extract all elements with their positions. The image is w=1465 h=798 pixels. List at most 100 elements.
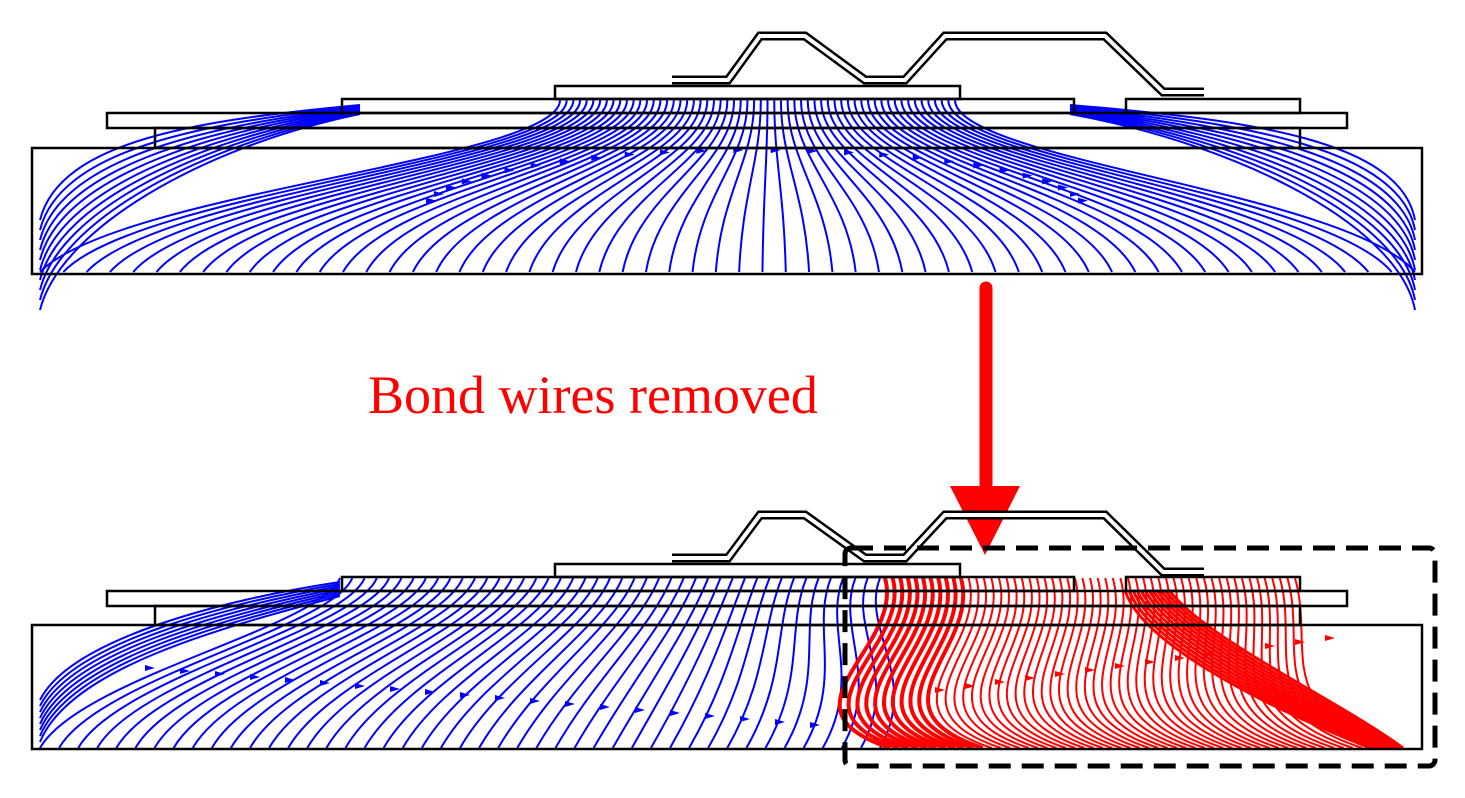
field-line	[1109, 577, 1178, 749]
field-arrowhead	[807, 147, 818, 154]
bottom-copper-right	[1124, 575, 1302, 593]
field-line	[800, 99, 880, 273]
field-arrowhead	[670, 710, 680, 716]
field-line	[440, 577, 599, 749]
field-line	[1177, 577, 1252, 749]
top-bond-wires	[672, 31, 1204, 97]
field-line	[435, 99, 675, 273]
field-line	[249, 577, 476, 749]
field-line	[947, 99, 1393, 273]
field-line	[39, 587, 341, 719]
field-line	[295, 99, 635, 273]
field-line	[1210, 577, 1289, 749]
field-line	[853, 99, 1067, 273]
field-line	[630, 577, 722, 749]
field-arrowhead	[1175, 655, 1185, 661]
field-line	[1202, 577, 1280, 749]
field-line	[1092, 577, 1159, 749]
bottom-field-lines-blue	[39, 577, 896, 749]
field-line	[39, 107, 361, 251]
field-line	[96, 577, 378, 749]
field-line	[365, 99, 655, 273]
field-line	[85, 99, 575, 273]
field-line	[401, 577, 575, 749]
field-arrowhead	[445, 184, 456, 191]
field-line	[1123, 589, 1371, 750]
field-arrowhead	[659, 149, 670, 156]
field-arrowhead	[425, 689, 435, 695]
field-arrowhead	[565, 701, 575, 707]
field-arrowhead	[1025, 675, 1035, 681]
field-arrowhead	[504, 167, 515, 174]
field-line	[132, 99, 588, 273]
field-line	[1014, 577, 1076, 749]
field-line	[39, 110, 361, 281]
field-line	[840, 99, 1020, 273]
field-arrowhead	[1070, 190, 1081, 197]
field-line	[1159, 589, 1398, 750]
field-line	[913, 99, 1276, 273]
field-line	[1040, 577, 1104, 749]
field-arrowhead	[215, 671, 225, 677]
field-line	[551, 99, 709, 273]
field-line	[478, 577, 624, 749]
field-line	[621, 99, 729, 273]
field-arrowhead	[495, 695, 505, 701]
field-line	[39, 595, 341, 743]
field-line	[225, 99, 615, 273]
field-line	[1069, 113, 1416, 311]
field-arrowhead	[600, 704, 610, 710]
field-line	[893, 99, 1207, 273]
field-line	[813, 99, 927, 273]
field-line	[1167, 589, 1404, 750]
field-line	[109, 99, 582, 273]
field-line	[1069, 107, 1416, 251]
field-line	[833, 99, 997, 273]
field-line	[411, 99, 669, 273]
field-line	[287, 577, 501, 749]
field-line	[1023, 577, 1085, 749]
field-arrowhead	[1295, 639, 1305, 645]
field-arrowhead	[999, 167, 1010, 174]
field-line	[1126, 577, 1196, 749]
field-arrowhead	[705, 713, 715, 719]
field-line	[505, 99, 695, 273]
field-arrowhead	[965, 683, 975, 689]
field-line	[248, 99, 622, 273]
field-line	[1135, 589, 1380, 750]
bottom-die	[553, 562, 962, 579]
field-line	[573, 577, 685, 749]
highlight-dashed-box	[842, 545, 1438, 769]
field-arrowhead	[912, 154, 923, 161]
field-line	[210, 577, 452, 749]
field-line	[39, 589, 341, 725]
field-arrowhead	[1085, 667, 1095, 673]
field-arrowhead	[390, 686, 400, 692]
field-line	[344, 577, 538, 749]
field-line	[1069, 109, 1416, 271]
field-line	[1049, 577, 1113, 749]
field-arrowhead	[530, 162, 541, 169]
top-die	[553, 84, 962, 101]
field-line	[745, 577, 796, 749]
field-arrowhead	[355, 683, 365, 689]
field-line	[592, 577, 697, 749]
field-line	[650, 577, 734, 749]
field-line	[458, 99, 682, 273]
field-arrowhead	[433, 190, 444, 197]
bottom-module	[30, 510, 1438, 769]
field-arrowhead	[810, 722, 820, 728]
field-line	[325, 577, 526, 749]
field-line	[268, 577, 489, 749]
field-line	[1152, 577, 1224, 749]
field-line	[306, 577, 513, 749]
field-line	[887, 99, 1183, 273]
field-arrowhead	[1055, 671, 1065, 677]
field-line	[115, 577, 391, 749]
field-line	[230, 577, 464, 749]
bottom-structure	[30, 562, 1424, 751]
field-line	[1127, 589, 1374, 750]
field-arrowhead	[1042, 178, 1053, 185]
field-arrowhead	[935, 687, 945, 693]
field-arrowhead	[624, 151, 635, 158]
